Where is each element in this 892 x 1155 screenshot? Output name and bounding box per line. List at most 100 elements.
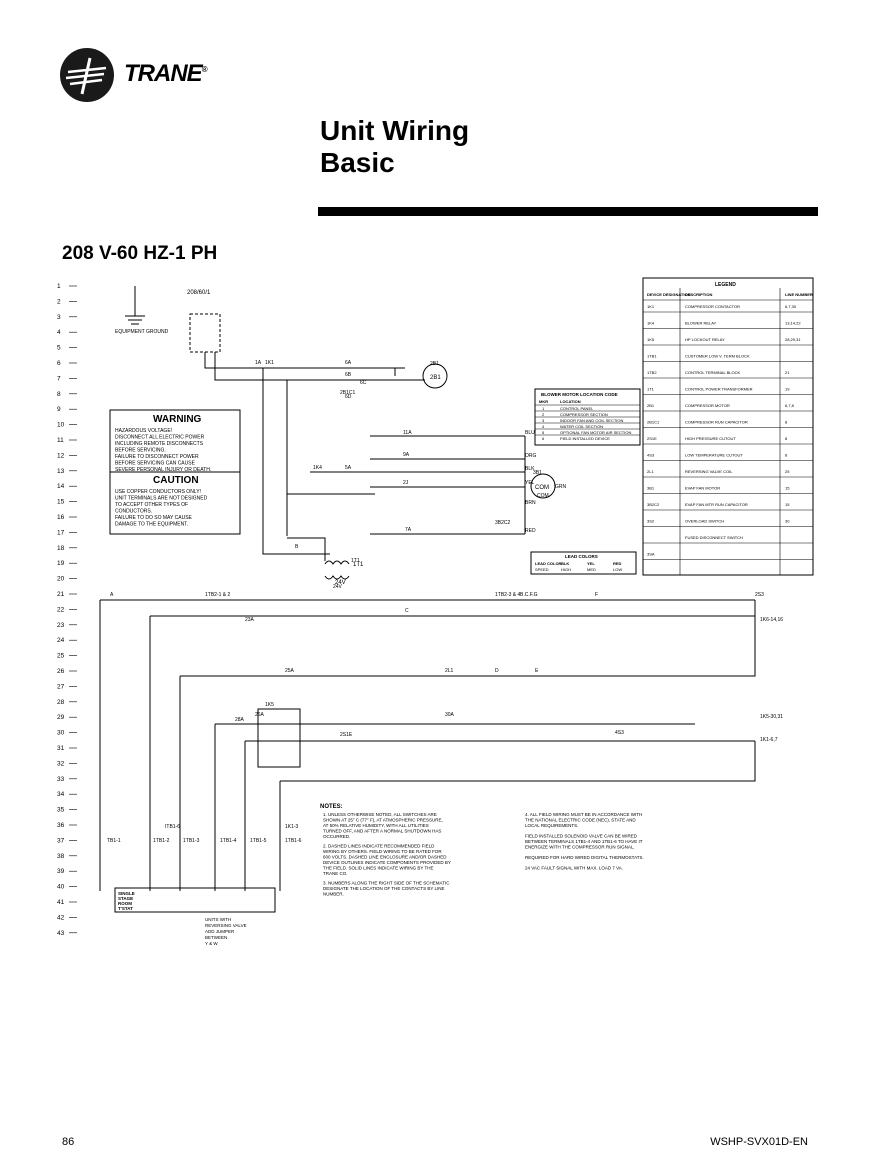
trane-logo-icon — [60, 48, 114, 102]
line-number: 29 — [57, 714, 65, 721]
speed-table-header: RED — [613, 561, 622, 566]
motor-table-cell: COMPRESSOR SECTION — [560, 412, 608, 417]
caution-line: UNIT TERMINALS ARE NOT DESIGNED — [115, 496, 208, 502]
speed-table-cell: LOW — [613, 567, 622, 572]
legend-cell: 3SA — [647, 552, 655, 557]
line-number: 19 — [57, 560, 65, 567]
line-number: 1 — [57, 283, 61, 290]
line-number: 38 — [57, 853, 65, 860]
line-number: 42 — [57, 914, 65, 921]
note-line: AT 50% RELATIVE HUMIDITY, WITH ALL UTILI… — [323, 823, 429, 828]
title-rule — [318, 207, 818, 216]
notes-title: NOTES: — [320, 804, 343, 810]
note-line: BETWEEN TERMINALS 1TB1-4 AND 1TB1-6 TO H… — [525, 839, 643, 844]
warning-caution-box: WARNING HAZARDOUS VOLTAGE!DISCONNECT ALL… — [109, 409, 241, 535]
note-line: DESIGNATE THE LOCATION OF THE CONTACTS B… — [323, 886, 445, 891]
caution-text: USE COPPER CONDUCTORS ONLY!UNIT TERMINAL… — [115, 489, 208, 528]
caution-line: FAILURE TO DO SO MAY CAUSE — [115, 515, 193, 521]
note-line: SHOWN AT 25° C (77° F), AT ATMOSPHERIC P… — [323, 818, 443, 823]
transformer-label: 1T1 — [353, 562, 364, 568]
note-line: 4. ALL FIELD WIRING MUST BE IN ACCORDANC… — [525, 812, 642, 817]
line-number: 26 — [57, 668, 65, 675]
wire-label: 1TB1-3 — [183, 838, 200, 844]
legend-cell: 1TB2 — [647, 370, 657, 375]
legend-cell: CONTROL TERMINAL BLOCK — [685, 370, 741, 375]
wire-label: 6A — [345, 360, 352, 366]
legend-cell: 1K5 — [647, 337, 655, 342]
line-number: 10 — [57, 422, 65, 429]
line-number: 31 — [57, 745, 65, 752]
warning-text: HAZARDOUS VOLTAGE!DISCONNECT ALL ELECTRI… — [115, 428, 211, 473]
wire-label: D — [495, 668, 499, 674]
note-line: THE NATIONAL ELECTRIC CODE (NEC), STATE … — [525, 818, 636, 823]
line-number: 33 — [57, 776, 65, 783]
unit-note-line: UNITS WITH — [205, 917, 231, 922]
speed-table-title: LEAD COLORS — [565, 554, 598, 559]
control-wiring — [99, 599, 756, 891]
legend-cell: 6,7,8 — [785, 403, 795, 408]
line-number: 43 — [57, 930, 65, 937]
wire-label: B — [295, 544, 299, 550]
ground-symbol — [125, 286, 145, 325]
control-transformer — [324, 560, 350, 580]
line-number: 5 — [57, 345, 61, 352]
line-number: 27 — [57, 683, 65, 690]
line-number: 8 — [57, 391, 61, 398]
wire-label: 1TB2-3 & 4 — [495, 592, 521, 598]
wire-label: 7A — [405, 527, 412, 533]
motor-table-header: MKR — [539, 399, 548, 404]
legend-title: LEGEND — [715, 282, 736, 288]
wire-label: GRN — [555, 484, 567, 490]
legend-cell: CUSTOMER LOW V. TERM BLOCK — [685, 354, 750, 359]
note-line: 3. NUMBERS ALONG THE RIGHT SIDE OF THE S… — [323, 881, 450, 886]
unit-note-line: BETWEEN — [205, 935, 227, 940]
warning-line: BEFORE SERVICING CAN CAUSE — [115, 461, 196, 467]
legend-cell: 19 — [785, 387, 790, 392]
wire-label: 1T1 — [351, 558, 360, 564]
wire-label: 1TB1-2 — [153, 838, 170, 844]
legend-header: LINE NUMBER — [785, 292, 813, 297]
legend-cell: 3S2 — [647, 519, 655, 524]
wire-label: 26A — [255, 712, 265, 718]
note-line: LOCAL REQUIREMENTS. — [525, 823, 578, 828]
legend-cell: 13,14,22 — [785, 321, 801, 326]
title-line-2: Basic — [320, 147, 395, 178]
warning-line: HAZARDOUS VOLTAGE! — [115, 428, 172, 434]
wiring-diagram: 1234567891011121314151617181920212223242… — [57, 277, 814, 946]
legend-cell: 2B1C1 — [647, 420, 660, 425]
supply-label: 208/60/1 — [187, 290, 211, 296]
line-number: 32 — [57, 760, 65, 767]
line-number: 13 — [57, 468, 65, 475]
evap-fan-motor-icon — [530, 473, 556, 499]
legend-cell: 3B2C2 — [647, 502, 660, 507]
unit-note-line: Y & W — [205, 941, 218, 946]
warning-line: BEFORE SERVICING. — [115, 448, 166, 454]
legend-cell: LOW TEMPERATURE CUTOUT — [685, 453, 743, 458]
note-line: OCCURRED. — [323, 834, 350, 839]
note-line: FIELD INSTALLED SOLENOID VALVE CAN BE WI… — [525, 834, 638, 839]
wire-label: 5A — [345, 465, 352, 471]
wire-label: ITB1-6 — [165, 824, 180, 830]
wire-label: 11A — [403, 430, 412, 436]
note-line: TURNED OFF, AND AFTER A NORMAL SHUTDOWN … — [323, 829, 441, 834]
warning-line: DISCONNECT ALL ELECTRIC POWER — [115, 435, 205, 441]
wire-label: 4S3 — [615, 730, 624, 736]
fused-disconnect-switch — [189, 313, 221, 353]
page-title: Unit Wiring Basic — [320, 115, 469, 179]
wire-label: 1K5-30,31 — [760, 714, 783, 720]
wire-label: 1A — [255, 360, 262, 366]
line-number: 15 — [57, 499, 65, 506]
wire-label: BLU — [525, 430, 535, 436]
motor-table-cell: 6 — [542, 436, 545, 441]
wire-label: 1TB2-1 & 2 — [205, 592, 231, 598]
legend-cell: 25 — [785, 469, 790, 474]
motor-table-header: LOCATION — [560, 399, 581, 404]
line-number: 35 — [57, 807, 65, 814]
brand-wordmark: TRANE® — [124, 60, 208, 87]
legend-header: DESCRIPTION — [685, 292, 712, 297]
legend-cell: 2L1 — [647, 469, 654, 474]
caution-line: USE COPPER CONDUCTORS ONLY! — [115, 489, 201, 495]
motor-table-cell: OPTIONAL FAN MOTOR AIR SECTION — [560, 430, 631, 435]
